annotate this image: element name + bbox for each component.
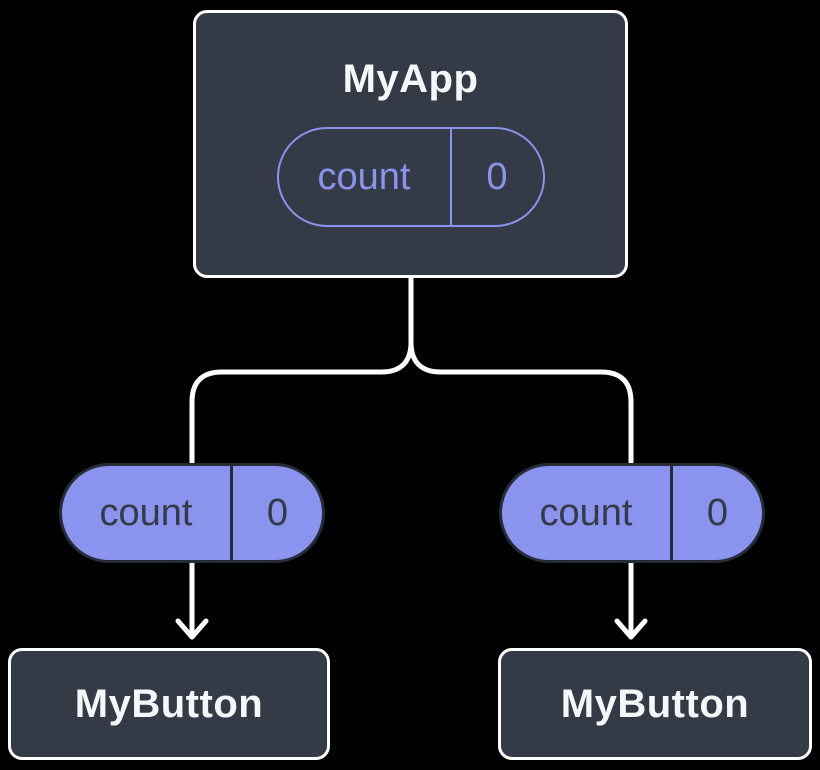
connector-parent-to-left-pill [189,273,414,466]
prop-pill-left-value: 0 [266,491,289,534]
prop-pill-right-label: count [502,466,673,560]
prop-pill-left: count 0 [59,463,325,563]
myapp-component-card: MyApp count 0 [193,10,628,278]
myapp-title: MyApp [342,57,479,101]
prop-pill-right-value: 0 [706,491,729,534]
right-arrowhead-icon [614,618,648,640]
prop-pill-left-label: count [62,466,233,560]
mybutton-left-title: MyButton [74,682,264,726]
connector-parent-to-right-pill [408,273,634,466]
state-pill-value: 0 [486,155,508,198]
mybutton-component-card-left: MyButton [8,648,330,760]
state-pill-label: count [279,129,452,225]
mybutton-component-card-right: MyButton [498,648,812,760]
state-pill: count 0 [276,127,545,227]
left-arrowhead-icon [175,618,209,640]
prop-pill-right: count 0 [499,463,765,563]
mybutton-right-title: MyButton [560,682,750,726]
